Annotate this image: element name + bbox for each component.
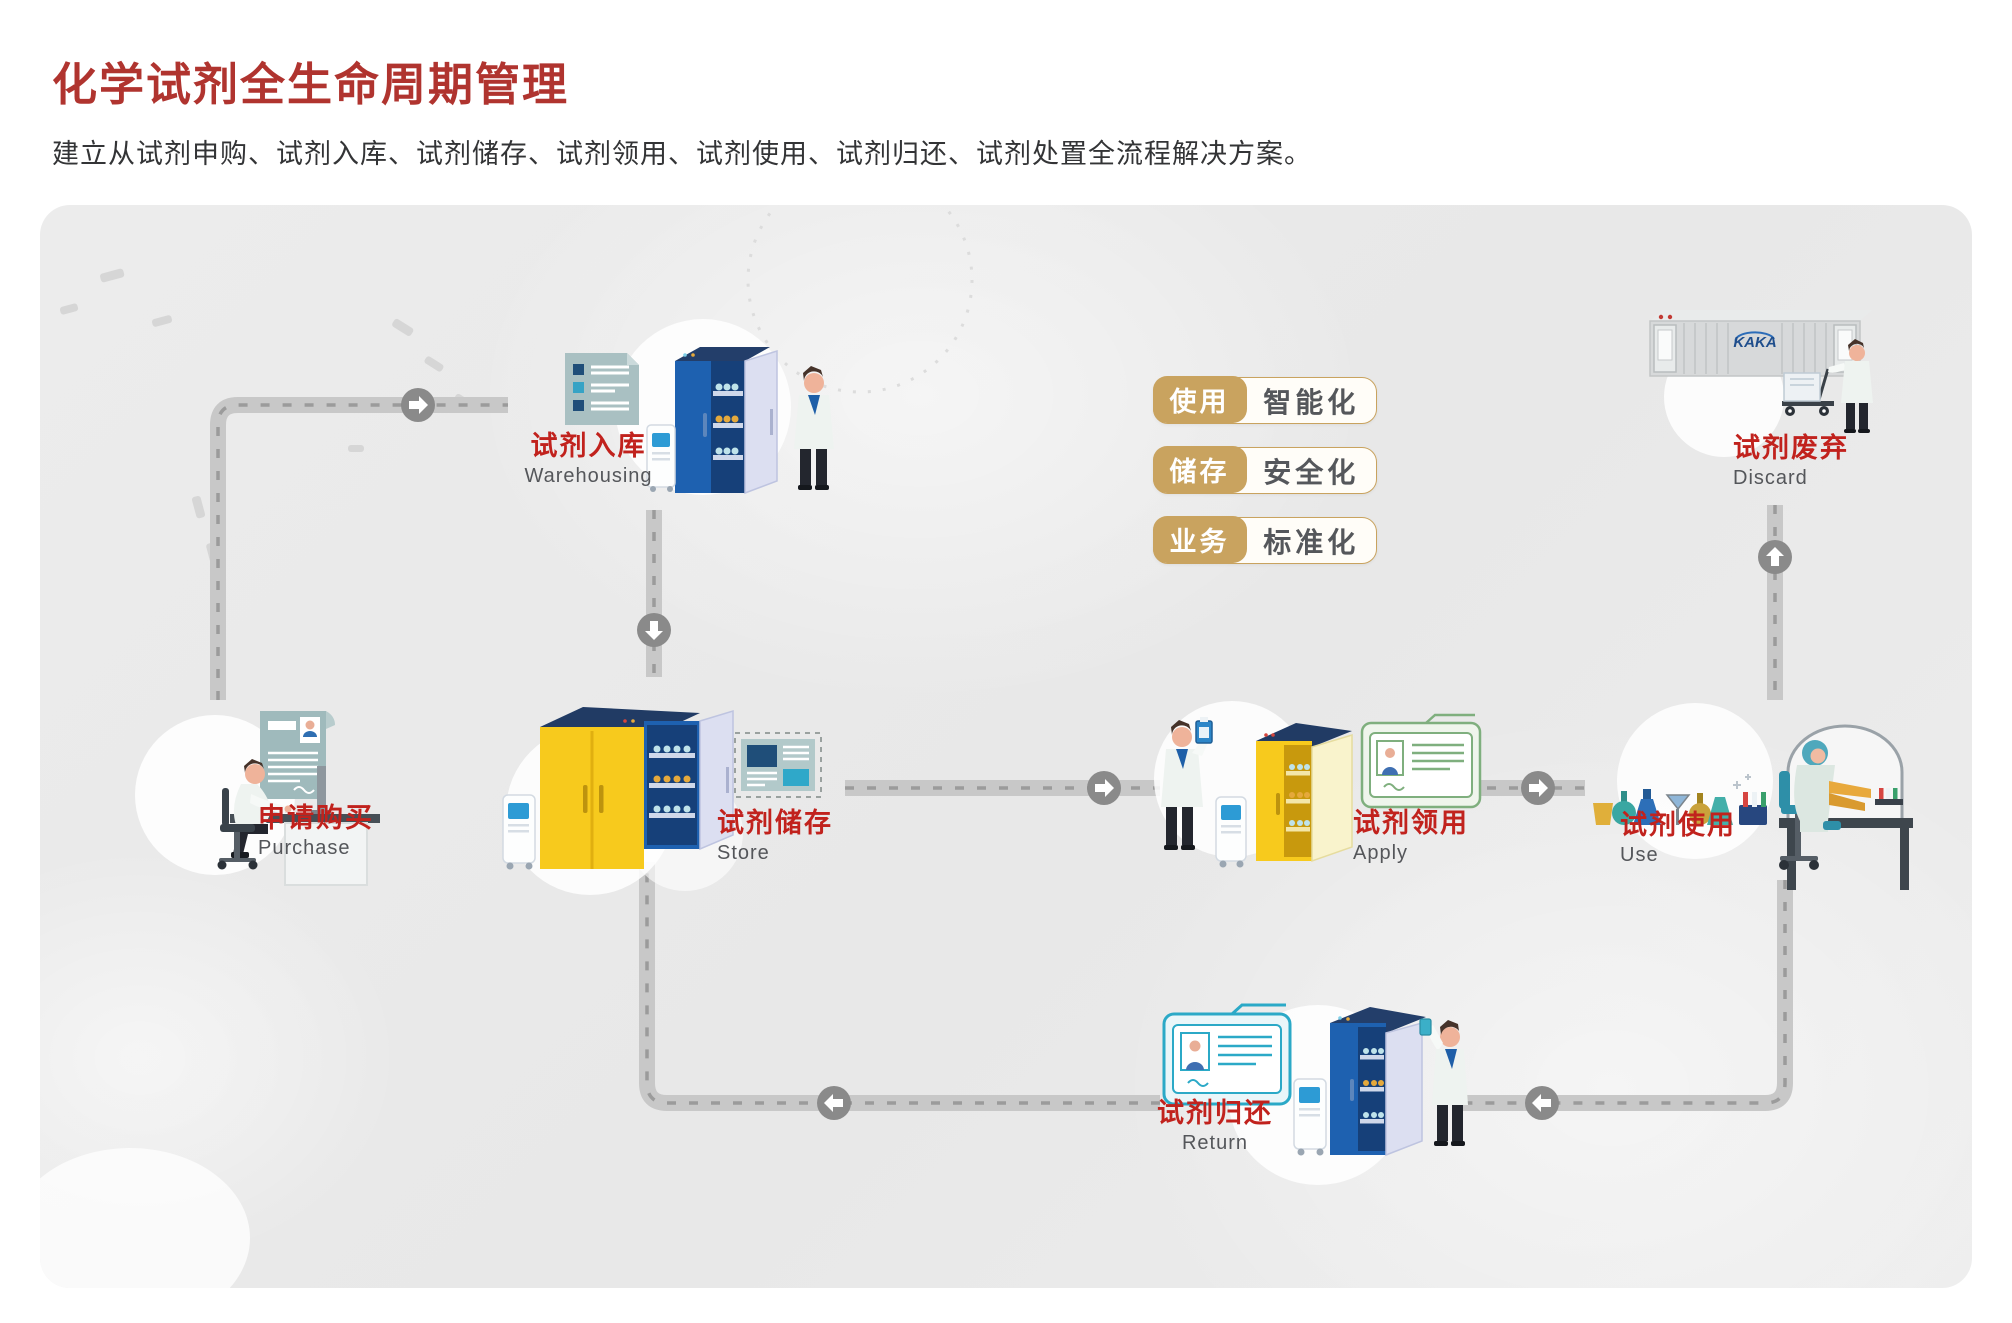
badge-text: 标准化 bbox=[1263, 526, 1360, 558]
arrow-left-icon bbox=[1525, 1086, 1559, 1120]
arrow-right-icon bbox=[1087, 771, 1121, 805]
use-label-en: Use bbox=[1620, 844, 1659, 867]
return-label: 试剂归还 Return bbox=[1150, 1098, 1280, 1155]
discard-label: 试剂废弃 Discard bbox=[1733, 433, 1849, 490]
lab-technician-returning bbox=[1419, 1018, 1468, 1146]
reagent-cabinet-blue bbox=[1330, 1007, 1426, 1157]
warehousing-label-en: Warehousing bbox=[524, 465, 653, 488]
badge-tag: 储存 bbox=[1152, 446, 1247, 494]
svg-text:KAKA: KAKA bbox=[1733, 334, 1776, 351]
fume-hood-scene bbox=[1779, 724, 1913, 890]
node-discard: KAKA 试剂废弃 Discard bbox=[1632, 297, 1902, 489]
store-illustration bbox=[502, 707, 822, 895]
store-label-en: Store bbox=[717, 842, 770, 865]
node-purchase: 申请购买 Purchase bbox=[120, 703, 450, 888]
dispenser-terminal bbox=[1293, 1078, 1327, 1156]
checklist-document-icon bbox=[565, 353, 639, 425]
badge-text: 智能化 bbox=[1263, 386, 1360, 418]
node-store: 试剂储存 Store bbox=[495, 683, 831, 895]
node-apply: 试剂领用 Apply bbox=[1140, 697, 1490, 902]
store-label: 试剂储存 Store bbox=[717, 808, 833, 865]
connector-tracks bbox=[210, 397, 1793, 1111]
technician-with-cart bbox=[1782, 339, 1873, 433]
warehousing-label-zh: 试剂入库 bbox=[530, 431, 647, 461]
purchase-label-en: Purchase bbox=[258, 837, 351, 860]
discard-label-zh: 试剂废弃 bbox=[1733, 433, 1849, 463]
node-warehousing: 试剂入库 Warehousing bbox=[524, 317, 847, 507]
node-return: 试剂归还 Return bbox=[1157, 993, 1493, 1198]
safety-cabinet-yellow-blue bbox=[540, 707, 734, 869]
feature-badges: 使用 智能化 储存 安全化 业务 标准化 bbox=[1152, 376, 1377, 587]
kaka-logo: KAKA bbox=[1733, 331, 1777, 351]
use-label: 试剂使用 Use bbox=[1620, 810, 1736, 867]
purchase-label: 申请购买 Purchase bbox=[258, 803, 374, 860]
return-illustration bbox=[1162, 1003, 1468, 1185]
badge-store-safe: 储存 安全化 bbox=[1152, 446, 1377, 494]
dispenser-terminal bbox=[1215, 796, 1247, 868]
badge-tag: 使用 bbox=[1152, 376, 1247, 424]
badge-business-standard: 业务 标准化 bbox=[1152, 516, 1377, 564]
apply-label-en: Apply bbox=[1353, 842, 1409, 865]
apply-label: 试剂领用 Apply bbox=[1353, 808, 1469, 865]
arrow-right-icon bbox=[401, 388, 435, 422]
purchase-illustration bbox=[135, 711, 380, 886]
return-id-card-icon bbox=[1162, 1003, 1292, 1106]
apply-id-card-icon bbox=[1360, 713, 1482, 809]
purchase-form-icon bbox=[260, 711, 335, 799]
inventory-screen-icon bbox=[734, 732, 822, 798]
reagent-cabinet-blue bbox=[675, 347, 778, 495]
apply-illustration bbox=[1154, 701, 1482, 868]
waste-container: KAKA bbox=[1649, 310, 1872, 377]
return-label-en: Return bbox=[1181, 1132, 1249, 1155]
discard-label-en: Discard bbox=[1733, 467, 1808, 490]
use-illustration bbox=[1593, 703, 1913, 890]
node-use: 试剂使用 Use bbox=[1583, 693, 1928, 898]
use-label-zh: 试剂使用 bbox=[1620, 810, 1736, 840]
flow-panel: 申请购买 Purchase bbox=[40, 205, 1972, 1288]
reagent-cabinet-yellow bbox=[1256, 723, 1353, 863]
dispenser-terminal bbox=[502, 794, 536, 870]
discard-illustration: KAKA bbox=[1649, 310, 1873, 457]
page-title: 化学试剂全生命周期管理 bbox=[52, 59, 570, 110]
lab-technician bbox=[794, 366, 834, 490]
arrow-left-icon bbox=[817, 1086, 851, 1120]
badge-use-smart: 使用 智能化 bbox=[1152, 376, 1377, 424]
return-label-zh: 试剂归还 bbox=[1157, 1098, 1273, 1128]
page-subtitle: 建立从试剂申购、试剂入库、试剂储存、试剂领用、试剂使用、试剂归还、试剂处置全流程… bbox=[52, 139, 1312, 169]
store-label-zh: 试剂储存 bbox=[717, 808, 833, 838]
arrow-right-icon bbox=[1521, 771, 1555, 805]
badge-tag: 业务 bbox=[1152, 516, 1247, 564]
badge-text: 安全化 bbox=[1263, 456, 1360, 488]
warehousing-label: 试剂入库 Warehousing bbox=[501, 431, 676, 488]
purchase-label-zh: 申请购买 bbox=[258, 803, 374, 833]
arrow-up-icon bbox=[1758, 540, 1792, 574]
arrow-down-icon bbox=[637, 613, 671, 647]
apply-label-zh: 试剂领用 bbox=[1353, 808, 1469, 838]
